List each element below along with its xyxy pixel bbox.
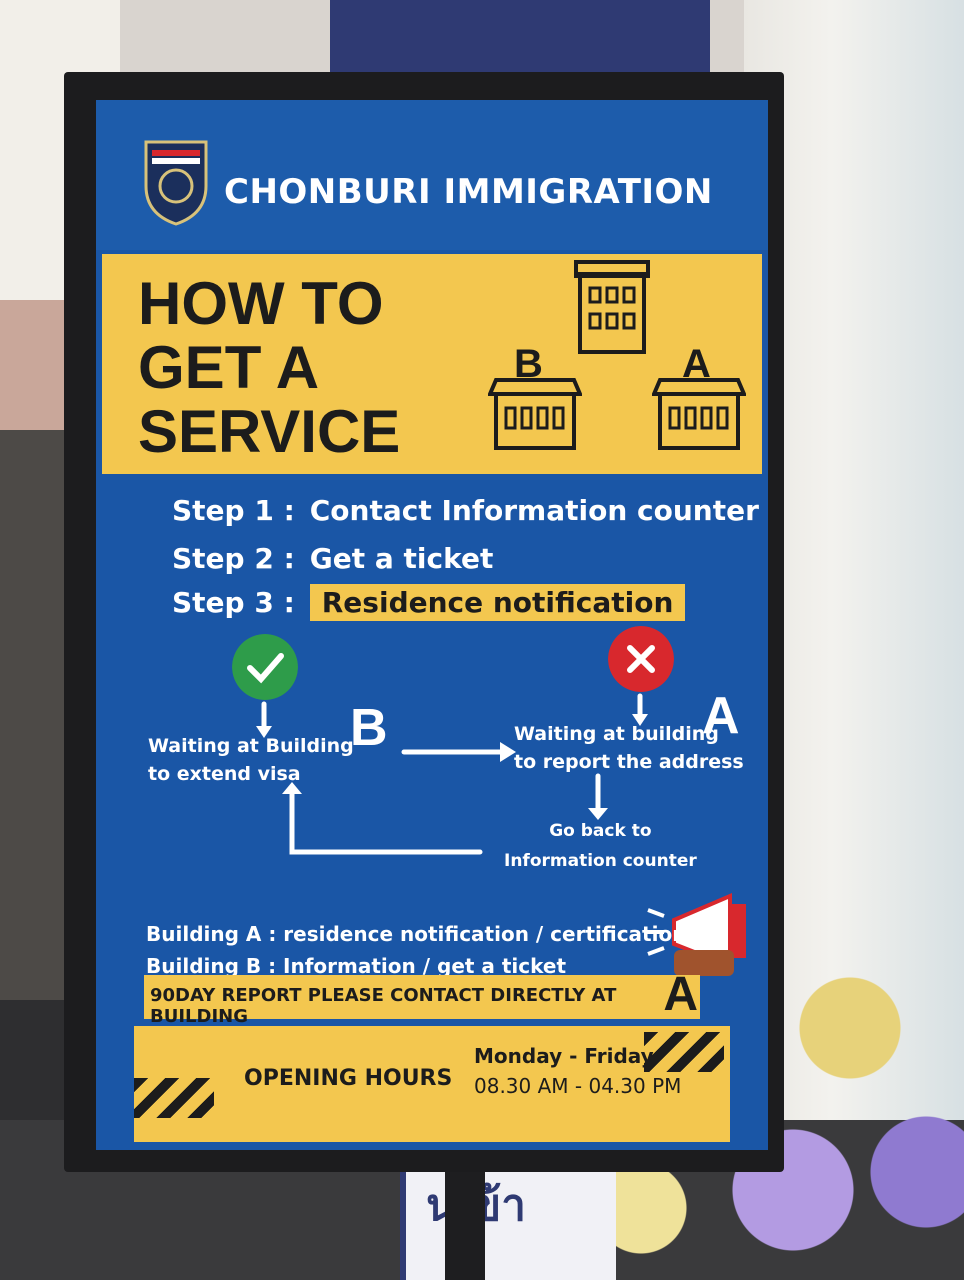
step-1: Step 1 : Contact Information counter [172, 494, 759, 527]
opening-hours-label: OPENING HOURS [244, 1066, 453, 1091]
step-2-text: Get a ticket [309, 542, 494, 575]
sign-title: HOW TO GET A SERVICE [138, 270, 401, 465]
building-b-icon [488, 378, 582, 450]
building-a-letter: A [682, 342, 711, 386]
yes-path-text: Waiting at Building to extend visa [148, 735, 354, 785]
no-path-text: Waiting at building to report the addres… [514, 723, 744, 773]
step-1-text: Contact Information counter [309, 494, 759, 527]
step-3: Step 3 : Residence notification [172, 584, 686, 621]
opening-days: Monday - Friday [474, 1044, 654, 1068]
service-sign: CHONBURI IMMIGRATION HOW TO GET A SERVIC… [96, 100, 768, 1150]
title-panel: HOW TO GET A SERVICE B [102, 254, 762, 474]
opening-times: 08.30 AM - 04.30 PM [474, 1074, 682, 1098]
step-3-text: Residence notification [309, 584, 686, 621]
opening-hours-panel: OPENING HOURS Monday - Friday 08.30 AM -… [134, 1026, 730, 1142]
no-building-letter: A [702, 687, 740, 745]
hazard-stripes-left [134, 1078, 214, 1118]
police-badge-icon [144, 140, 208, 226]
notice-text: 90DAY REPORT PLEASE CONTACT DIRECTLY AT … [150, 985, 617, 1027]
buildings-info: Building A : residence notification / ce… [146, 922, 687, 978]
go-back-text: Go back to Information counter [504, 821, 697, 871]
check-icon [232, 634, 298, 700]
organization-name: CHONBURI IMMIGRATION [224, 172, 713, 212]
building-a-icon [652, 378, 746, 450]
hazard-stripes-right [644, 1032, 724, 1072]
megaphone-icon [646, 892, 746, 976]
building-b-letter: B [514, 342, 543, 386]
step-3-label: Step 3 : [172, 586, 295, 619]
notice-banner: 90DAY REPORT PLEASE CONTACT DIRECTLY AT … [144, 968, 700, 1027]
building-icon [574, 260, 650, 354]
notice-letter: A [663, 968, 698, 1021]
sign-header: CHONBURI IMMIGRATION [96, 100, 768, 250]
step-2: Step 2 : Get a ticket [172, 542, 493, 575]
step-2-label: Step 2 : [172, 542, 295, 575]
yes-building-letter: B [350, 699, 388, 757]
cross-icon [608, 626, 674, 692]
step-1-label: Step 1 : [172, 494, 295, 527]
